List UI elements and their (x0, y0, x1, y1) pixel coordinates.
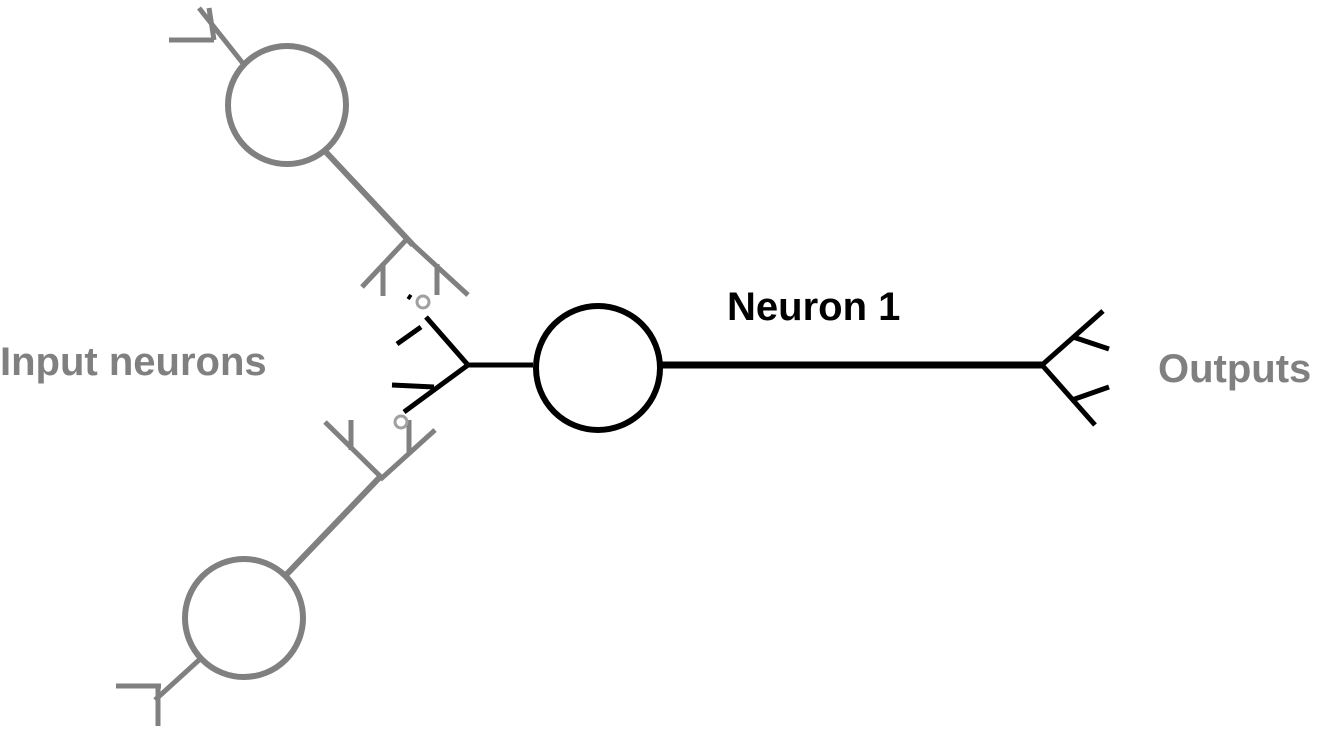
neuron-1-soma (533, 303, 663, 433)
input-neuron-upper-terminal (360, 235, 470, 297)
input-neuron-upper-axon (321, 147, 416, 248)
neuron-1-output-terminal (1040, 309, 1110, 427)
synapse-dot-lower (393, 414, 409, 430)
input-neuron-lower-soma (182, 556, 306, 680)
input-neuron-lower-terminal (323, 420, 437, 482)
input-neurons-label: Input neurons (0, 340, 267, 384)
input-neuron-upper (169, 6, 470, 297)
input-neuron-upper-soma (225, 43, 349, 167)
input-neuron-upper-dendrite (169, 6, 247, 68)
neuron-1 (391, 293, 1110, 433)
synapse-dot-upper (415, 294, 431, 310)
input-neuron-lower-dendrite (116, 658, 201, 726)
neuron-1-dendrites (391, 293, 533, 415)
neuron-1-label: Neuron 1 (727, 285, 901, 329)
input-neuron-lower-axon (283, 474, 383, 578)
outputs-label: Outputs (1158, 347, 1312, 391)
input-neuron-lower (116, 420, 437, 726)
